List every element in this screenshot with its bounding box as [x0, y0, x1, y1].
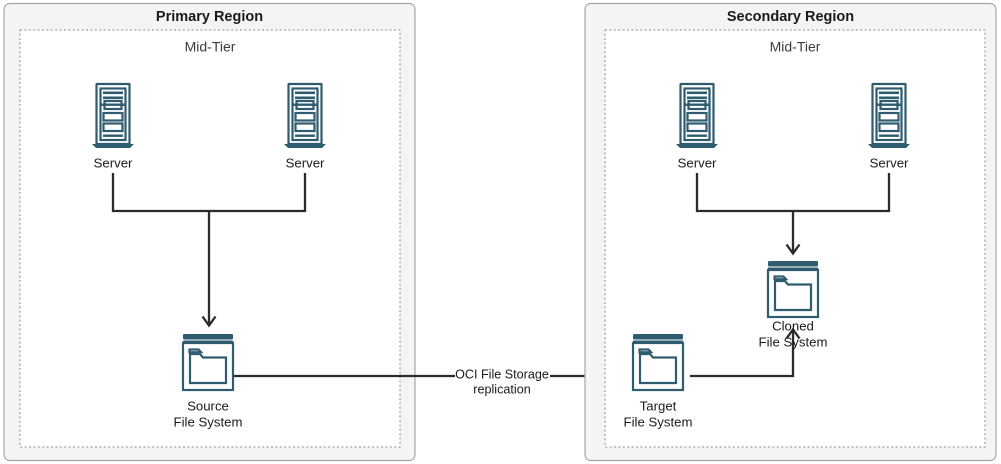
- cloned-file-system-label-line2: File System: [759, 334, 828, 349]
- primary-region-title: Primary Region: [156, 9, 263, 25]
- source-file-system-node[interactable]: Source File System: [174, 332, 243, 429]
- primary-server-2-label: Server: [286, 155, 325, 170]
- target-file-system-node[interactable]: Target File System: [624, 332, 693, 429]
- target-file-system-label-line1: Target: [640, 398, 677, 413]
- source-file-system-label-line1: Source: [187, 398, 229, 413]
- secondary-server-1-label: Server: [678, 155, 717, 170]
- primary-server-1[interactable]: Server: [90, 82, 136, 170]
- cloned-file-system-label-line1: Cloned: [772, 318, 814, 333]
- replication-label-line1: OCI File Storage: [455, 367, 549, 381]
- secondary-connectors: [695, 173, 891, 256]
- secondary-mid-tier-label: Mid-Tier: [770, 39, 821, 55]
- target-to-clone-connector: [690, 327, 801, 378]
- target-file-system-label-line2: File System: [624, 414, 693, 429]
- primary-mid-tier-label: Mid-Tier: [185, 39, 236, 55]
- primary-connectors: [111, 173, 307, 328]
- secondary-server-2-label: Server: [870, 155, 909, 170]
- secondary-server-1[interactable]: Server: [674, 82, 720, 170]
- primary-region-panel: Primary Region Mid-Tier Server: [3, 2, 416, 462]
- secondary-server-2[interactable]: Server: [866, 82, 912, 170]
- secondary-region-panel: Secondary Region Mid-Tier Server: [584, 2, 997, 462]
- secondary-region-title: Secondary Region: [727, 9, 854, 25]
- primary-server-2[interactable]: Server: [282, 82, 328, 170]
- secondary-mid-tier-box: [604, 29, 986, 448]
- primary-server-1-label: Server: [94, 155, 133, 170]
- source-file-system-label-line2: File System: [174, 414, 243, 429]
- cloned-file-system-node[interactable]: Cloned File System: [759, 259, 828, 349]
- replication-label-line2: replication: [473, 382, 530, 396]
